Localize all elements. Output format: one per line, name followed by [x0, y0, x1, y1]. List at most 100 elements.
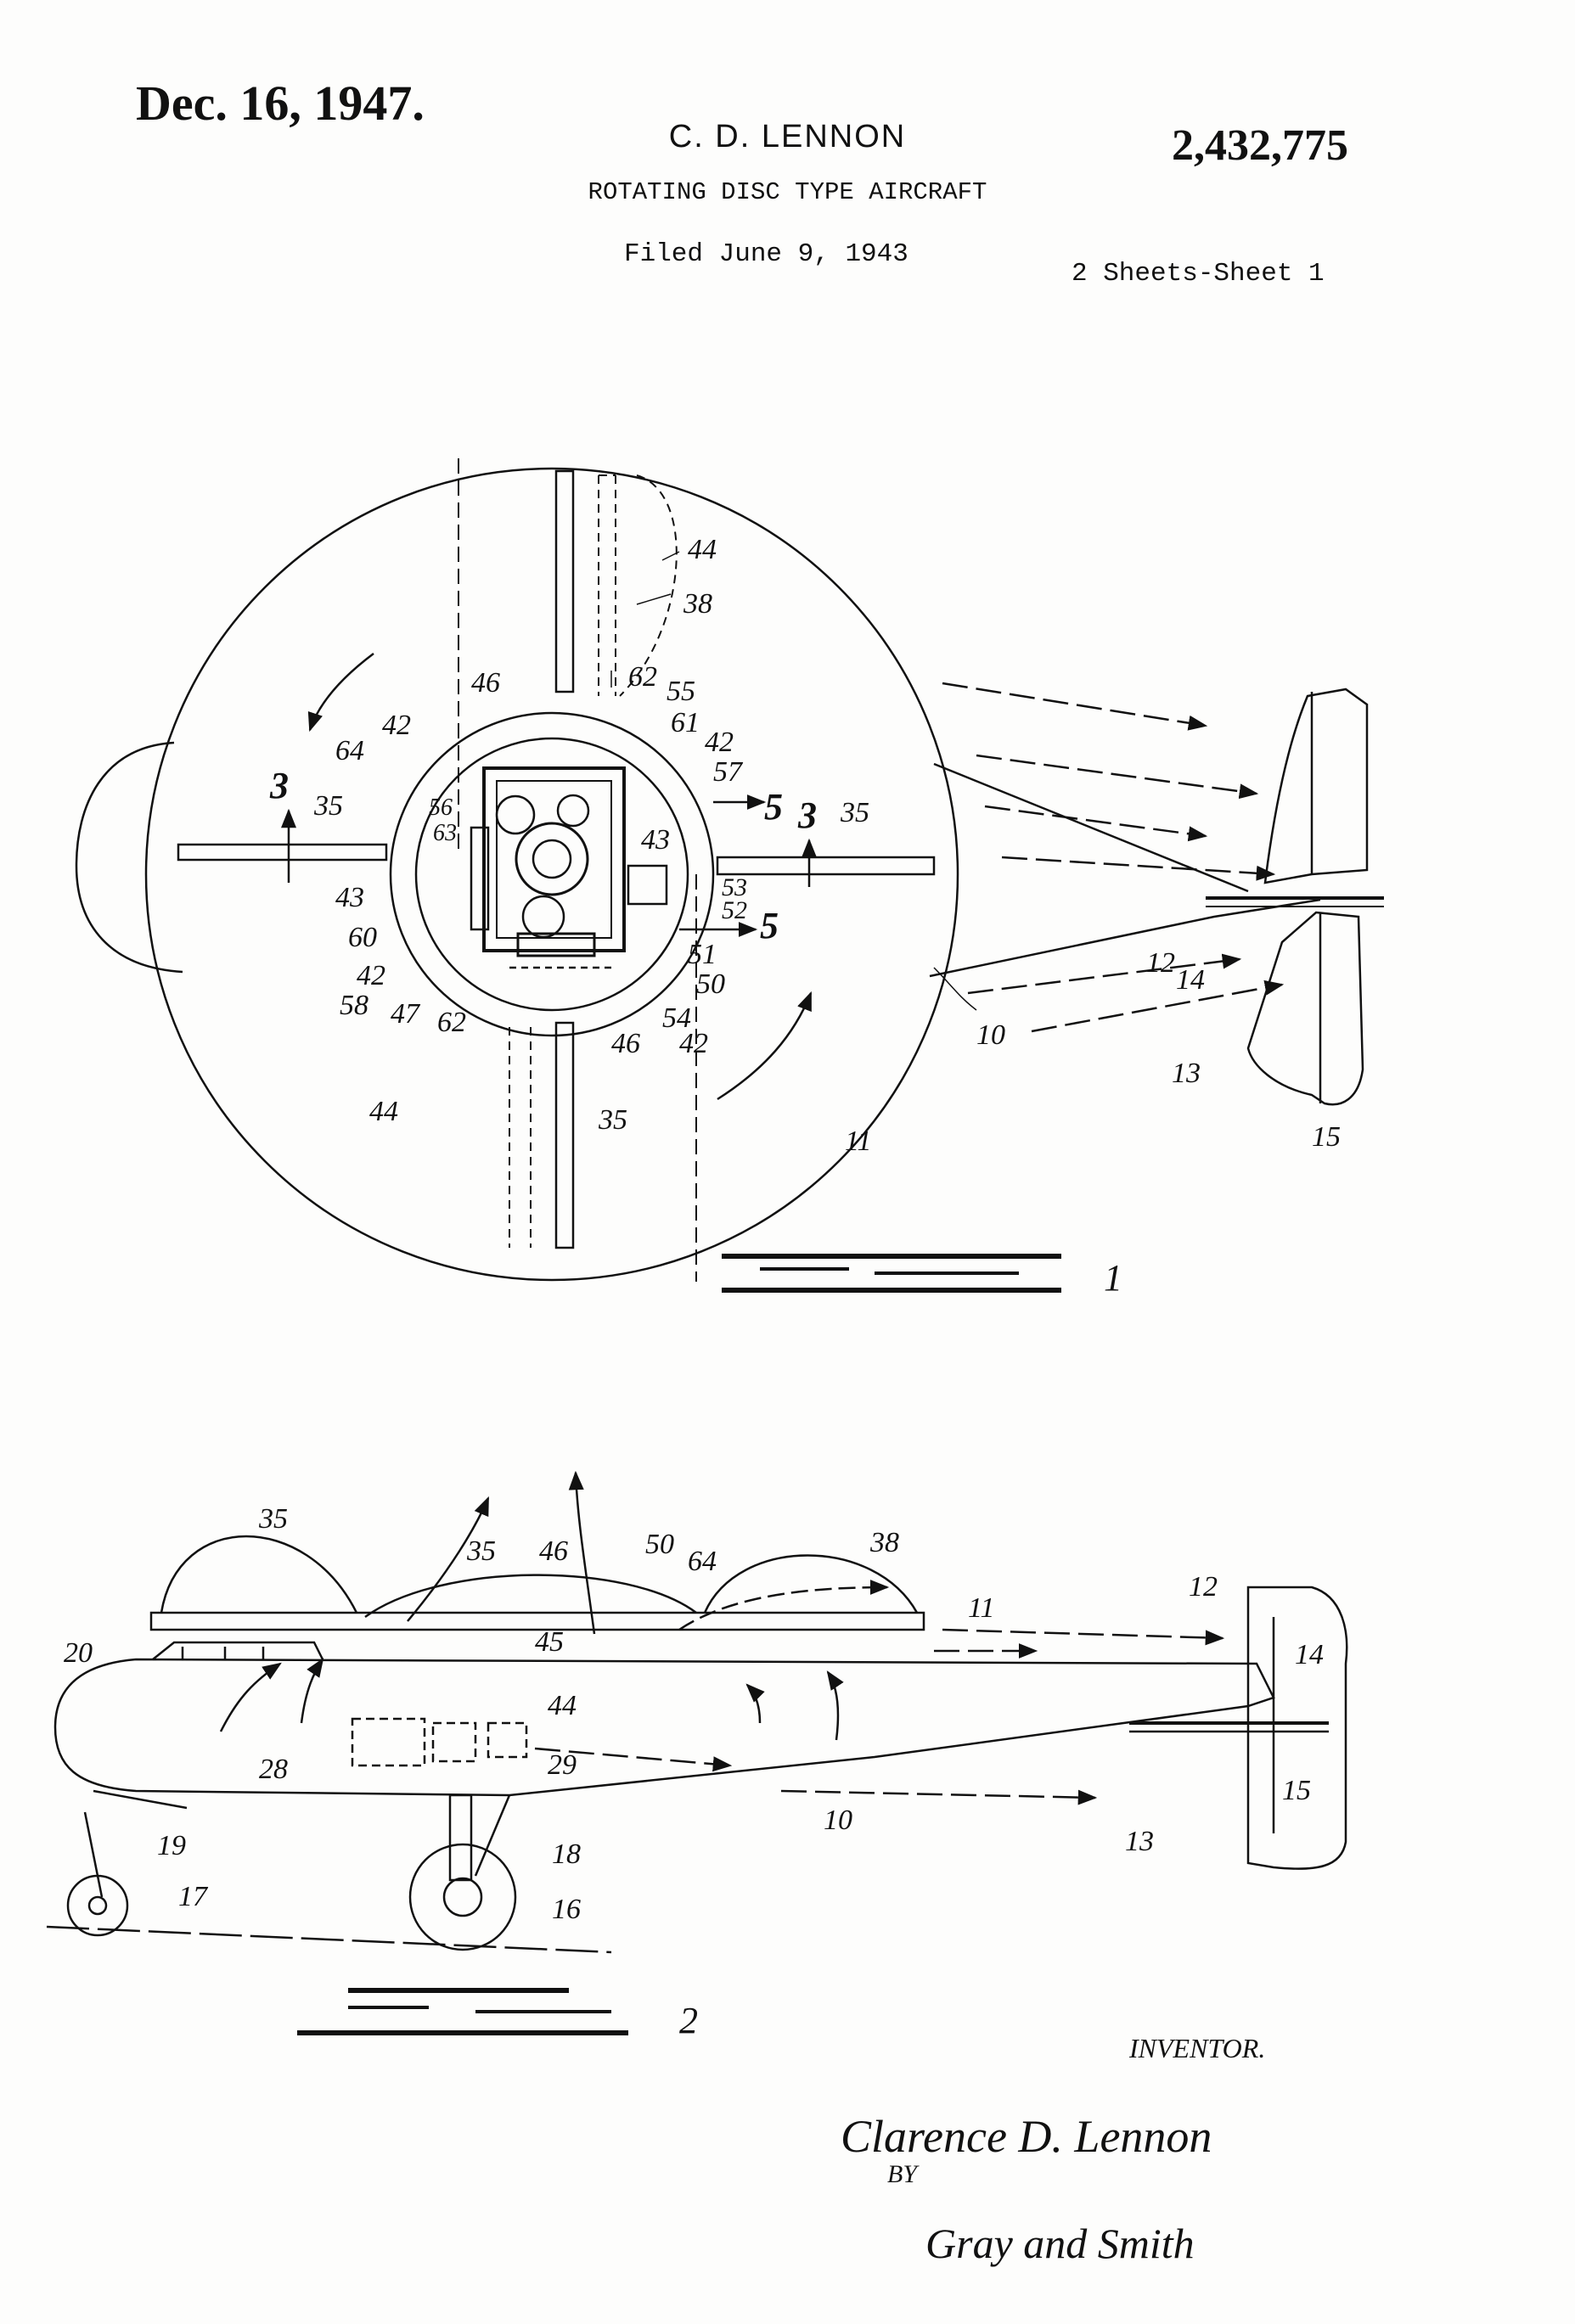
- ref-11: 11: [845, 1126, 871, 1157]
- filing-date: Filed June 9, 1943: [624, 239, 908, 269]
- patent-number: 2,432,775: [1172, 121, 1348, 170]
- ground-line: [46, 1925, 612, 1954]
- fuselage-lower-edge-plan: [929, 898, 1321, 978]
- ref-61: 61: [671, 707, 700, 738]
- central-shaft: [515, 822, 589, 896]
- spoke-top: [554, 469, 575, 693]
- ref-29: 29: [548, 1749, 577, 1781]
- ref-44: 44: [548, 1690, 577, 1721]
- patent-date: Dec. 16, 1947.: [136, 76, 425, 131]
- ref-15: 15: [1312, 1121, 1341, 1153]
- signature-text: Clarence D. Lennon: [841, 2111, 1212, 2162]
- ref-52: 52: [722, 896, 747, 924]
- ref-15: 15: [1282, 1775, 1311, 1806]
- fig2-label-mark: [297, 1988, 628, 2035]
- ref-47: 47: [391, 998, 421, 1030]
- ref-63: 63: [433, 820, 457, 846]
- spoke-bottom: [554, 1021, 575, 1249]
- rotating-disc: [144, 467, 959, 1282]
- ref-35: 35: [258, 1503, 288, 1535]
- ref-38: 38: [869, 1527, 899, 1558]
- ref-62: 62: [437, 1007, 466, 1038]
- inventor-name-header: C. D. LENNON: [668, 119, 907, 154]
- ref-10: 10: [976, 1019, 1005, 1051]
- ref-12: 12: [1146, 947, 1175, 979]
- ref-58: 58: [340, 990, 368, 1021]
- fuselage-upper-edge-plan: [933, 762, 1249, 893]
- ref-11: 11: [968, 1592, 994, 1624]
- figure-1: [75, 458, 1384, 1293]
- spoke-right: [716, 856, 936, 876]
- ref-42: 42: [705, 727, 734, 758]
- tail-wheel: [66, 1874, 129, 1937]
- fig2-reference-numbers: 35 35 46 50 64 38 12 11 20 45 44 14 28 2…: [64, 1503, 1324, 2041]
- patent-title: ROTATING DISC TYPE AIRCRAFT: [588, 178, 987, 206]
- ref-50: 50: [645, 1529, 674, 1560]
- rotor-disc-side: [149, 1611, 925, 1631]
- ref-35: 35: [840, 797, 869, 828]
- fuselage-side: [53, 1658, 1275, 1797]
- ref-50: 50: [696, 968, 725, 1000]
- ref-17: 17: [178, 1881, 209, 1912]
- figure-2: [46, 1470, 1348, 2035]
- inventor-label: INVENTOR.: [1129, 2033, 1266, 2063]
- ref-44: 44: [688, 534, 717, 565]
- hub-outer-ring: [389, 711, 715, 1037]
- ref-13: 13: [1125, 1826, 1154, 1857]
- ref-45: 45: [535, 1626, 564, 1658]
- ref-13: 13: [1172, 1058, 1201, 1089]
- ref-16: 16: [552, 1894, 581, 1925]
- attorney-signature-text: Gray and Smith: [925, 2220, 1195, 2267]
- ref-53: 53: [722, 873, 747, 901]
- ref-14: 14: [1176, 964, 1205, 996]
- ref-51: 51: [688, 939, 717, 970]
- ref-46: 46: [539, 1535, 568, 1567]
- ref-14: 14: [1295, 1639, 1324, 1670]
- hub-inner-ring: [414, 737, 689, 1012]
- ref-38: 38: [683, 588, 712, 620]
- fig1-reference-numbers: 44 38 46 62 55 61 42 42 64 57 3 5 3 35 3…: [269, 534, 1341, 1299]
- ref-44: 44: [369, 1096, 398, 1127]
- main-gear-strut: [448, 1794, 473, 1882]
- attorney-signature: Gray and Smith: [925, 2220, 1195, 2267]
- ref-28: 28: [259, 1754, 288, 1785]
- cockpit: [152, 1641, 324, 1660]
- ref-46: 46: [611, 1028, 640, 1059]
- tail-fin-side: [1246, 1586, 1348, 1870]
- ref-12: 12: [1189, 1571, 1218, 1603]
- main-wheel: [408, 1843, 517, 1951]
- fig2-number: 2: [679, 2000, 698, 2041]
- by-label: BY: [887, 2160, 918, 2188]
- engine: [351, 1717, 426, 1767]
- blade-dome-rear: [703, 1554, 919, 1614]
- horizontal-stabilizer-lower: [1246, 911, 1364, 1106]
- ref-43: 43: [335, 882, 364, 913]
- fig1-number: 1: [1104, 1257, 1122, 1299]
- motor-block: [627, 864, 668, 906]
- ref-section-3: 3: [269, 765, 289, 806]
- ref-57: 57: [713, 756, 744, 788]
- fuselage-nose-plan: [75, 741, 183, 974]
- gearbox: [487, 1721, 528, 1759]
- gear-box: [482, 766, 626, 952]
- fig1-label-mark: [722, 1254, 1061, 1293]
- ref-19: 19: [157, 1830, 186, 1861]
- hub-dome: [364, 1574, 697, 1619]
- ref-10: 10: [824, 1805, 852, 1836]
- ref-35: 35: [598, 1104, 627, 1136]
- ref-43: 43: [641, 824, 670, 856]
- inventor-signature: Clarence D. Lennon: [841, 2111, 1212, 2162]
- ref-54: 54: [662, 1002, 691, 1034]
- ref-55: 55: [667, 676, 695, 707]
- ref-section-5: 5: [764, 786, 783, 828]
- ref-62: 62: [628, 661, 657, 693]
- sheet-count: 2 Sheets-Sheet 1: [1072, 259, 1325, 289]
- ellipse-44-top: [619, 474, 678, 697]
- ref-64: 64: [335, 735, 364, 766]
- blade-dome-front: [160, 1535, 358, 1614]
- ref-35: 35: [313, 790, 343, 822]
- horizontal-stabilizer-upper: [1263, 688, 1369, 884]
- ref-35: 35: [466, 1535, 496, 1567]
